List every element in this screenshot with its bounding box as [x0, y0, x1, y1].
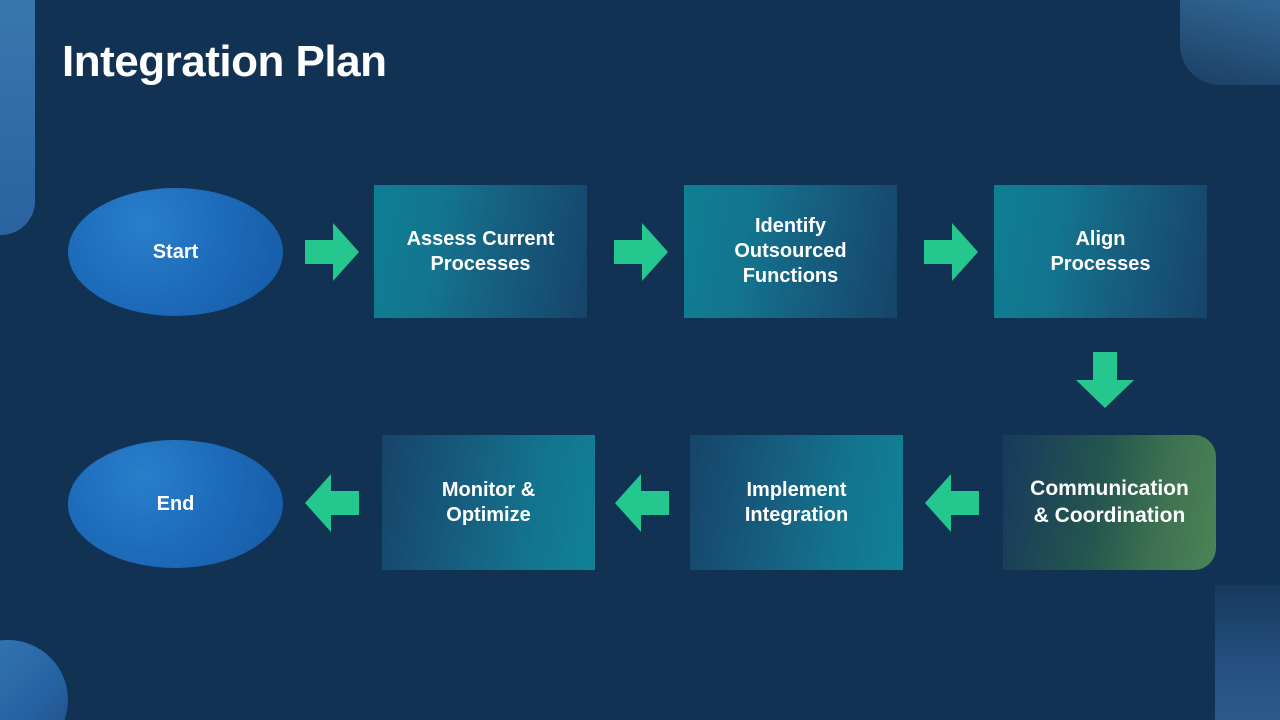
communication-line-1: Communication [1030, 477, 1189, 501]
flow-node-assess-current-processes[interactable]: Assess Current Processes [374, 185, 587, 318]
connector-arrow-assess-to-identify [614, 223, 668, 281]
flow-node-implement-label: Implement Integration [745, 478, 848, 528]
implement-line-1: Implement [746, 478, 847, 501]
connector-arrow-start-to-assess [305, 223, 359, 281]
monitor-line-2: Optimize [446, 503, 531, 526]
flow-node-align-processes[interactable]: Align Processes [994, 185, 1207, 318]
connector-arrow-monitor-to-end [305, 474, 359, 532]
monitor-line-1: Monitor & [441, 478, 536, 501]
identify-line-3: Functions [742, 265, 839, 287]
flow-node-identify-label: Identify Outsourced Functions [734, 214, 846, 289]
flow-node-assess-label: Assess Current Processes [407, 227, 555, 277]
flow-node-end-label: End [156, 492, 195, 515]
implement-line-2: Integration [744, 503, 849, 526]
identify-line-1: Identify [754, 215, 827, 237]
connector-arrow-identify-to-align [924, 223, 978, 281]
flow-node-communication-label: Communication & Coordination [1030, 476, 1189, 529]
flow-node-monitor-label: Monitor & Optimize [442, 478, 535, 528]
decoration-left-band-inner [0, 0, 35, 235]
flow-node-monitor-optimize[interactable]: Monitor & Optimize [382, 435, 595, 570]
align-line-2: Processes [1050, 252, 1151, 275]
align-line-1: Align [1075, 227, 1126, 250]
connector-arrow-align-to-communication [1076, 352, 1134, 408]
flow-node-end[interactable]: End [68, 440, 283, 568]
flow-node-align-label: Align Processes [1050, 227, 1150, 277]
connector-arrow-communication-to-implement [925, 474, 979, 532]
slide-title: Integration Plan [62, 37, 387, 86]
decoration-top-right-panel [1180, 0, 1280, 85]
flow-node-identify-outsourced-functions[interactable]: Identify Outsourced Functions [684, 185, 897, 318]
assess-line-1: Assess Current [406, 227, 555, 250]
connector-arrow-implement-to-monitor [615, 474, 669, 532]
flow-node-implement-integration[interactable]: Implement Integration [690, 435, 903, 570]
assess-line-2: Processes [430, 252, 531, 275]
flow-node-start[interactable]: Start [68, 188, 283, 316]
decoration-bottom-right-band [1215, 585, 1280, 720]
flow-node-communication-coordination[interactable]: Communication & Coordination [1003, 435, 1216, 570]
communication-line-2: & Coordination [1033, 503, 1186, 527]
identify-line-2: Outsourced [734, 240, 847, 262]
flow-node-start-label: Start [152, 240, 199, 263]
